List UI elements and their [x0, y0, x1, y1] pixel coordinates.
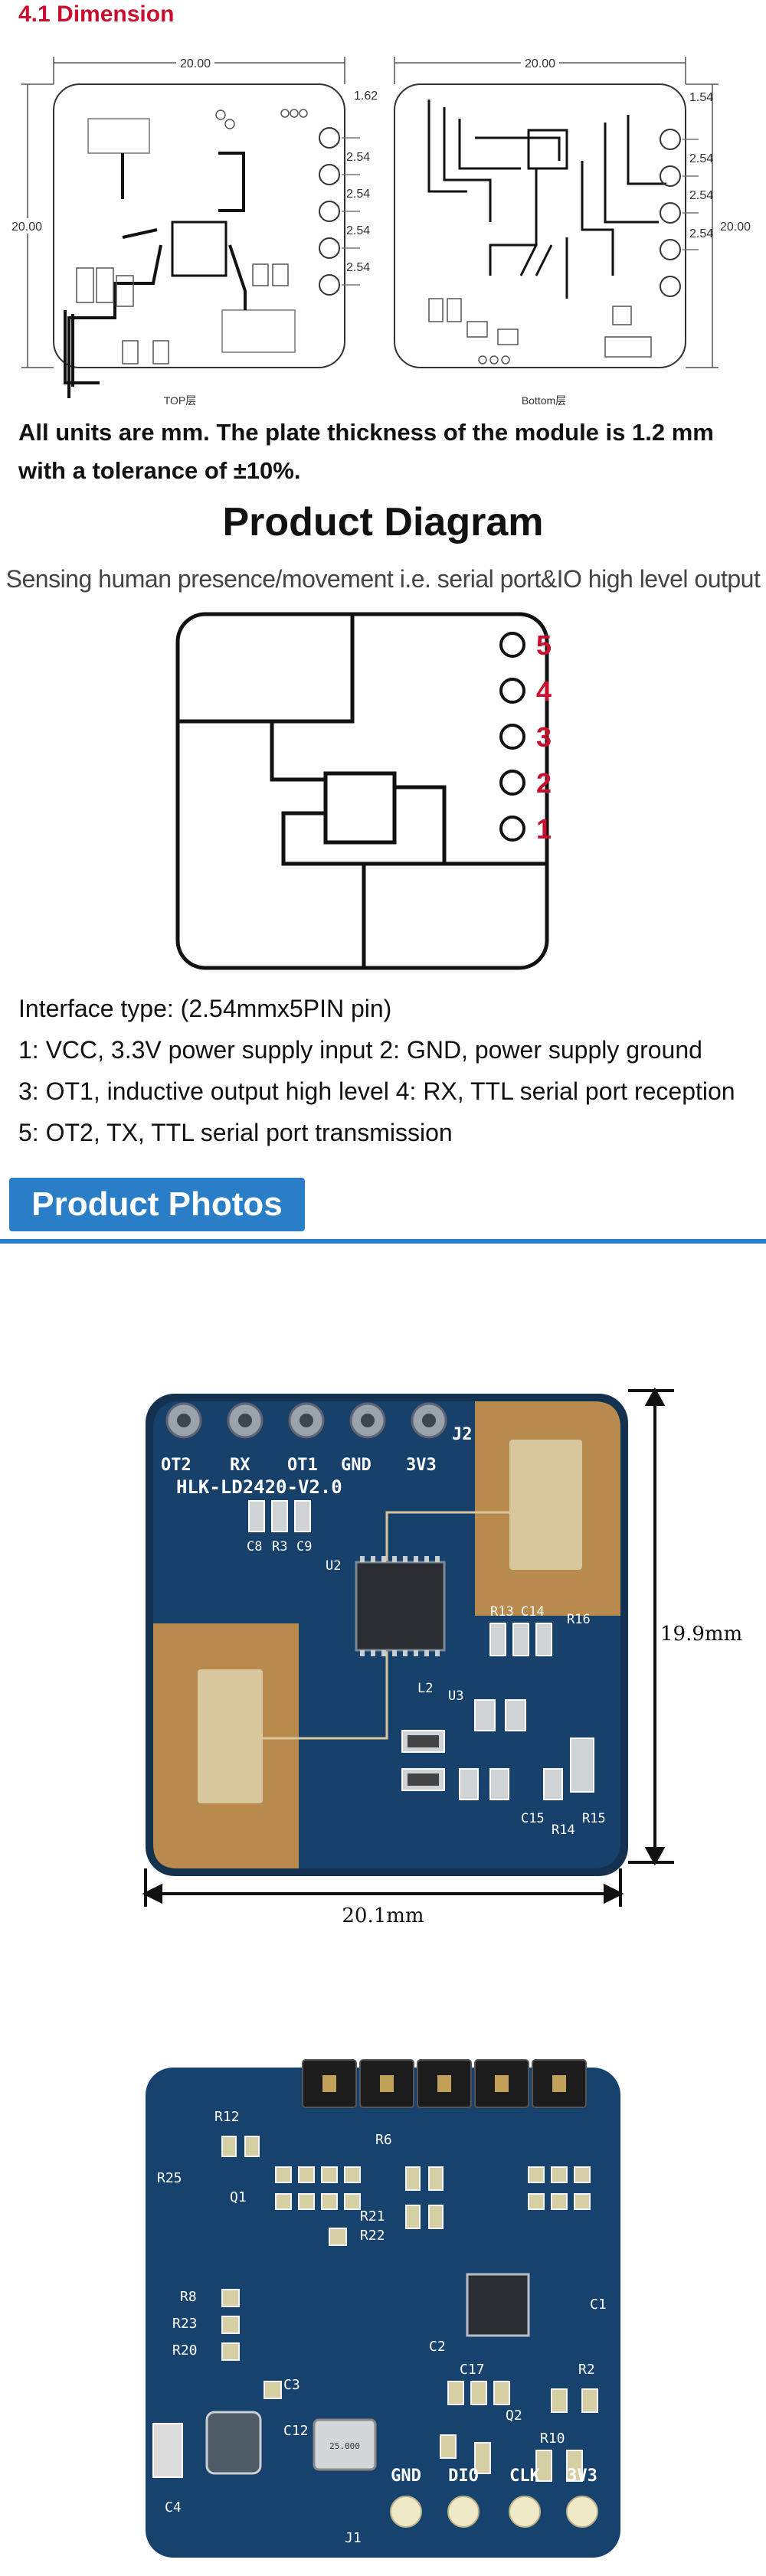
dimension-note: All units are mm. The plate thickness of…: [18, 414, 746, 490]
silk-r25: R25: [157, 2170, 182, 2186]
interface-type: Interface type: (2.54mmx5PIN pin): [18, 995, 392, 1022]
silk-c15: C15: [521, 1811, 545, 1826]
note-line-2: with a tolerance of ±10%.: [18, 457, 301, 484]
silk-r10: R10: [540, 2431, 565, 2447]
bottom-width-label: 20.00: [525, 57, 555, 70]
silk-r13: R13: [490, 1604, 514, 1620]
silk-pad-clk: CLK: [509, 2466, 540, 2486]
top-caption: TOP层: [164, 394, 197, 407]
silk-r23: R23: [172, 2316, 198, 2332]
product-diagram: 5 4 3 2 1: [175, 612, 552, 970]
pitch-bottom-2: 2.54: [689, 189, 713, 202]
silk-c12: C12: [283, 2423, 309, 2439]
pitch-top-1: 2.54: [346, 151, 370, 164]
silk-q2: Q2: [506, 2408, 522, 2424]
silk-pad-gnd: GND: [391, 2466, 421, 2486]
silk-r22: R22: [360, 2228, 385, 2244]
silk-pin-gnd: GND: [341, 1456, 372, 1475]
pitch-top-3: 2.54: [346, 224, 370, 237]
pin-label-4: 4: [536, 675, 552, 707]
silk-r2: R2: [578, 2362, 595, 2378]
silk-r6: R6: [375, 2132, 392, 2148]
silk-pin-ot1: OT1: [287, 1456, 318, 1475]
silk-header-j2: J2: [452, 1425, 473, 1444]
silk-r8: R8: [180, 2289, 197, 2305]
left-height-label: 20.00: [11, 221, 42, 234]
silk-pad-dio: DIO: [448, 2466, 479, 2486]
product-photos-tab: Product Photos: [9, 1178, 305, 1231]
pin-label-2: 2: [536, 767, 552, 799]
pin-label-1: 1: [536, 813, 552, 845]
interface-pins-3-4: 3: OT1, inductive output high level 4: R…: [18, 1077, 735, 1105]
silk-pad-3v3: 3V3: [567, 2466, 597, 2486]
interface-description: Interface type: (2.54mmx5PIN pin) 1: VCC…: [18, 988, 735, 1153]
product-photo-top: OT2 RX OT1 GND 3V3 J2 HLK-LD2420-V2.0 C8…: [142, 1387, 742, 1927]
silk-c14: C14: [521, 1604, 545, 1620]
silk-u2: U2: [326, 1558, 341, 1574]
silk-pin-3v3: 3V3: [406, 1456, 437, 1475]
note-line-1: All units are mm. The plate thickness of…: [18, 419, 714, 446]
silk-j1: J1: [345, 2530, 362, 2546]
pitch-bottom-1: 2.54: [689, 152, 713, 165]
pitch-top-2: 2.54: [346, 188, 370, 201]
product-diagram-title: Product Diagram: [222, 500, 544, 544]
silk-r16: R16: [567, 1612, 591, 1627]
pitch-bottom-3: 2.54: [689, 227, 713, 240]
silk-c9: C9: [296, 1539, 312, 1554]
silk-module-name: HLK-LD2420-V2.0: [176, 1476, 342, 1498]
dimension-drawing: 20.00 20.00 20.00 20.00 1.62 2.54 2.54 2…: [8, 55, 755, 407]
pitch-top-0: 1.62: [354, 90, 378, 103]
height-dimension-label: 19.9mm: [660, 1623, 742, 1646]
product-photos-divider: [0, 1239, 766, 1244]
product-diagram-subtitle: Sensing human presence/movement i.e. ser…: [5, 565, 761, 593]
silk-r21: R21: [360, 2208, 385, 2225]
pitch-bottom-0: 1.54: [689, 91, 713, 104]
silk-r3: R3: [272, 1539, 287, 1554]
silk-q1: Q1: [230, 2189, 247, 2205]
bottom-caption: Bottom层: [522, 394, 566, 407]
silk-c2: C2: [429, 2339, 446, 2355]
width-dimension-label: 20.1mm: [342, 1904, 424, 1927]
silk-r14: R14: [552, 1822, 575, 1838]
silk-pin-ot2: OT2: [161, 1456, 192, 1475]
silk-r12: R12: [214, 2109, 240, 2125]
interface-pins-1-2: 1: VCC, 3.3V power supply input 2: GND, …: [18, 1036, 702, 1064]
silk-pin-rx: RX: [230, 1456, 250, 1475]
silk-c1: C1: [590, 2296, 607, 2313]
pin-label-5: 5: [536, 629, 552, 661]
silk-r20: R20: [172, 2342, 198, 2359]
interface-pin-5: 5: OT2, TX, TTL serial port transmission: [18, 1119, 453, 1146]
crystal-marking: 25.000: [329, 2441, 360, 2451]
pin-label-3: 3: [536, 721, 552, 753]
product-photo-bottom: GND DIO CLK 3V3 25.000 R12 Q1 R25 R8 R23…: [146, 2059, 620, 2558]
silk-u3: U3: [448, 1688, 463, 1704]
right-height-label: 20.00: [720, 221, 751, 234]
silk-r15: R15: [582, 1811, 606, 1826]
section-title: 4.1 Dimension: [18, 2, 175, 27]
silk-c3: C3: [283, 2377, 300, 2393]
silk-c4: C4: [165, 2499, 182, 2516]
silk-c8: C8: [247, 1539, 262, 1554]
top-width-label: 20.00: [180, 57, 211, 70]
pitch-top-4: 2.54: [346, 261, 370, 274]
silk-c17: C17: [460, 2362, 485, 2378]
silk-l2: L2: [417, 1681, 433, 1696]
